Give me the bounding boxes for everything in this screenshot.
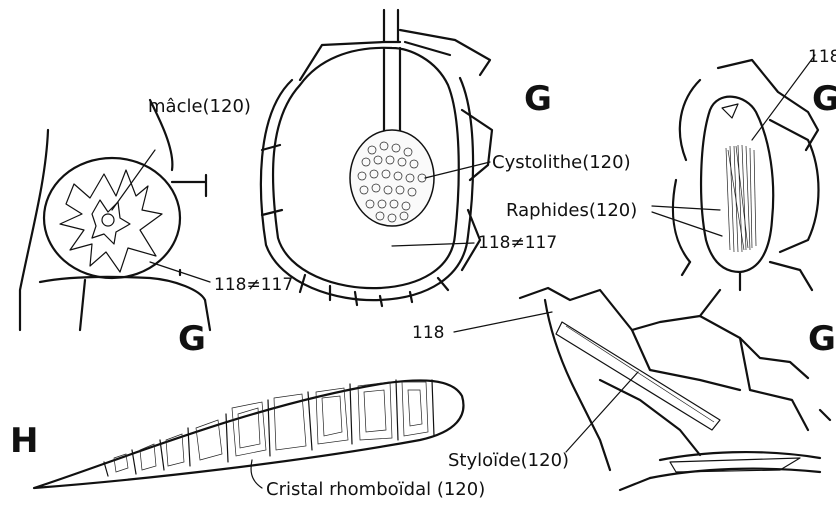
panel-cystolithe: Cystolithe(120) 118≠117 G xyxy=(261,10,631,306)
label-h: H xyxy=(10,421,38,461)
panel-cristal: H Cristal rhomboïdal (120) xyxy=(10,380,485,500)
leader-line xyxy=(425,162,490,178)
fiber-cell-outline xyxy=(34,380,463,488)
label-macle: mâcle(120) xyxy=(148,96,251,117)
label-code-mid: 118≠117 xyxy=(478,233,557,253)
label-cristal: Cristal rhomboïdal (120) xyxy=(266,479,485,500)
neighbor-cells xyxy=(682,262,812,290)
cell-wall-line xyxy=(20,130,48,330)
rhomboid-crystals xyxy=(114,382,428,472)
cell-wall-line xyxy=(545,300,610,470)
label-raphides: Raphides(120) xyxy=(506,200,637,221)
cell-wall-line xyxy=(40,277,205,300)
macle-core xyxy=(102,214,114,226)
cell-wall-line xyxy=(650,452,820,478)
label-cystolithe: Cystolithe(120) xyxy=(492,152,631,173)
leader-line xyxy=(392,243,474,246)
panel-macle: mâcle(120) 118≠117 G xyxy=(20,96,293,359)
label-g-right-top: G xyxy=(812,79,836,119)
label-g-bottom: G xyxy=(808,319,836,359)
leader-line xyxy=(566,372,638,452)
small-cell xyxy=(722,104,738,118)
label-g-left: G xyxy=(178,319,206,359)
macle-crystal-cluster xyxy=(60,170,162,272)
cell-wall-line xyxy=(673,80,700,262)
cell-wall-line xyxy=(600,338,808,455)
raphide-cell-outline xyxy=(701,97,773,272)
raphide-bundle xyxy=(726,145,756,252)
label-code-right-top: 118 xyxy=(808,47,836,67)
styloid-crystal-2 xyxy=(670,458,800,472)
styloid-crystal xyxy=(556,322,720,430)
label-code-left: 118≠117 xyxy=(214,275,293,295)
label-styloide: Styloïde(120) xyxy=(448,450,569,471)
panel-styloide: 118 G Styloïde(120) xyxy=(412,288,836,490)
stalk-top xyxy=(384,10,398,42)
label-code-bottom: 118 xyxy=(412,323,444,343)
macle-crystal-inner xyxy=(92,200,130,244)
cystolith-body xyxy=(350,130,434,226)
leader-line xyxy=(454,312,552,332)
label-g-mid: G xyxy=(524,79,552,119)
cell-wall-line xyxy=(172,175,206,196)
leader-line xyxy=(652,206,722,236)
styloid-inner-line xyxy=(566,326,714,422)
